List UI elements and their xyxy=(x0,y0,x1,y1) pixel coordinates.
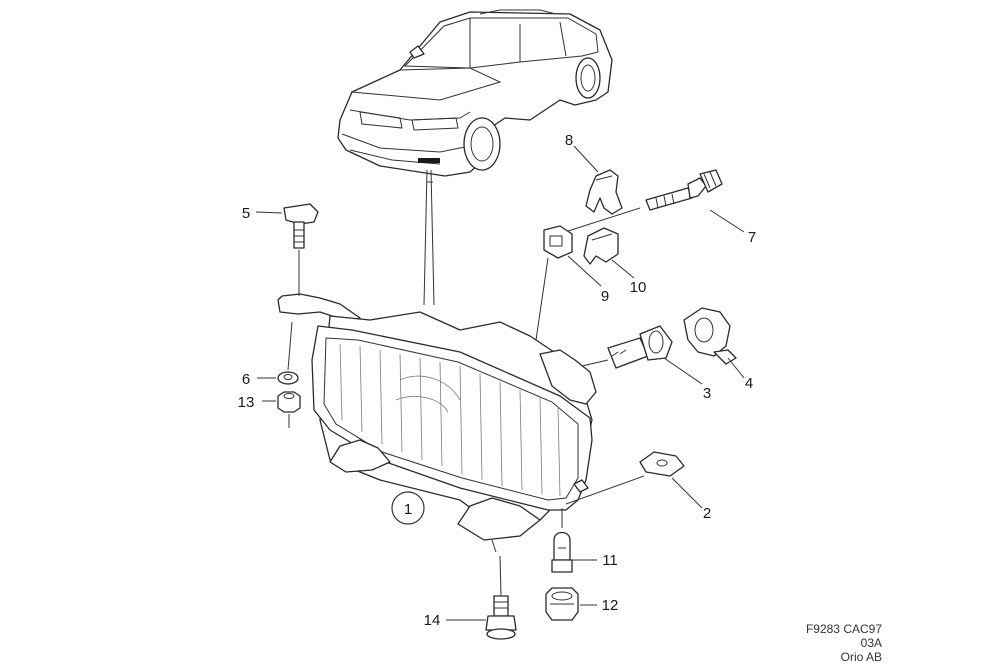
bulb-holder-12 xyxy=(545,587,579,621)
figure-code: F9283 CAC97 xyxy=(805,622,882,636)
callout-7: 7 xyxy=(748,229,756,246)
nut-13 xyxy=(277,391,301,428)
callout-5: 5 xyxy=(242,205,250,222)
clip-nut-2 xyxy=(565,451,685,505)
callout-10: 10 xyxy=(630,279,647,296)
callout-1: 1 xyxy=(404,501,412,518)
socket-9 xyxy=(535,225,573,341)
bulb-connector-4 xyxy=(683,307,737,365)
callout-4: 4 xyxy=(745,375,753,392)
lens-texture xyxy=(339,343,561,497)
vendor-credit: Orio AB xyxy=(840,650,882,664)
callout-13: 13 xyxy=(238,394,255,411)
callout-6: 6 xyxy=(242,371,250,388)
bulb-11 xyxy=(551,508,573,573)
bolt-14 xyxy=(485,555,517,640)
fog-lamp-location-marker xyxy=(418,158,440,163)
clip-8 xyxy=(585,169,623,215)
headlamp-bulb-3 xyxy=(581,325,673,369)
bracket-10 xyxy=(583,227,619,265)
callout-9: 9 xyxy=(601,288,609,305)
callout-11: 11 xyxy=(602,552,618,569)
headlamp-assembly xyxy=(277,293,597,553)
callout-1-circle xyxy=(391,491,425,525)
callout-2: 2 xyxy=(703,505,711,522)
callout-8: 8 xyxy=(565,132,573,149)
location-pointer xyxy=(423,169,435,306)
figure-revision: 03A xyxy=(860,636,882,650)
adjuster-rod-7 xyxy=(564,169,723,233)
adjuster-screw-5 xyxy=(283,203,319,296)
callout-3: 3 xyxy=(703,385,711,402)
callout-12: 12 xyxy=(602,597,619,614)
callout-14: 14 xyxy=(424,612,441,629)
washer-6 xyxy=(277,321,299,385)
callout-leaders xyxy=(255,145,745,621)
car-illustration xyxy=(337,9,613,177)
